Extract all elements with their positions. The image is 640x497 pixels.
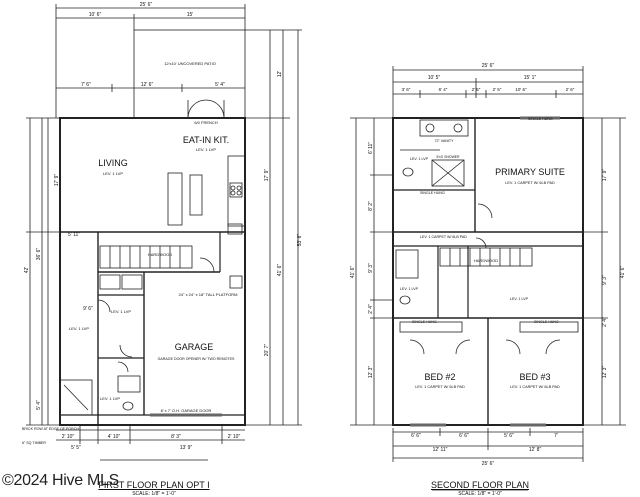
ff-dim-side-a: 12' — [277, 71, 283, 78]
timber-note: 6" SQ TIMBER — [22, 441, 46, 445]
sf-hall-bath-floor-label: LEV. 1 LVP — [400, 287, 419, 291]
second-floor-title: SECOND FLOOR PLAN — [430, 480, 530, 490]
sf-dim-row2-a: 3' 6" — [402, 87, 411, 92]
sf-dim-bottom-f: 12' 8" — [529, 447, 542, 453]
ff-dim-side-d: 20' 7" — [264, 344, 270, 357]
living-label: LIVING — [98, 158, 128, 168]
sf-hung-3: SINGLE HUNG — [534, 320, 559, 324]
sf-dim-bottom-e: 12' 11" — [433, 447, 448, 453]
sf-dim-left-b: 6' 11" — [368, 142, 374, 154]
sf-dim-right-d: 2' 4" — [602, 317, 608, 327]
ff-dim-bottom-a: 2' 10" — [62, 434, 75, 440]
watermark: ©2024 Hive MLS — [2, 472, 119, 489]
laundry-floor-label: LEV. 1 LVP — [111, 309, 131, 314]
shower-label: 5'x3' SHOWER — [437, 155, 461, 159]
ff-dim-bottom-d: 2' 10" — [228, 434, 241, 440]
bed2-label: BED #2 — [424, 372, 455, 382]
sf-dim-bottom-b: 6' 6" — [459, 433, 469, 439]
ff-dim-row2-a: 7' 6" — [81, 82, 91, 88]
ff-dim-top-b: 15' — [187, 12, 194, 18]
ff-dim-side-c: 41' 6" — [277, 264, 283, 277]
sf-dim-left-e: 2' 4" — [368, 304, 374, 314]
bed3-floor-label: LEV. 1 CARPET W/ 6LB PAD — [510, 385, 560, 389]
vanity-label: 72" VANITY — [435, 139, 455, 143]
closet-floor-label: LEV. 1 CARPET W/ 6LB PAD — [420, 235, 467, 239]
ff-dim-bottom-b: 4' 10" — [108, 434, 121, 440]
sf-dim-row2-f: 2' 6" — [566, 87, 575, 92]
second-floor-caption: SECOND FLOOR PLAN SCALE: 1/8" = 1'-0" — [420, 480, 540, 497]
french-door-label: 6/0 FRENCH — [194, 120, 217, 125]
sf-dim-left-d: 9' 3" — [368, 263, 374, 273]
sf-dim-right-e: 12' 3" — [602, 366, 608, 379]
ff-dim-bottom-c: 8' 3" — [171, 434, 181, 440]
ff-dim-row2-c: 5' 4" — [215, 82, 225, 88]
living-floor-label: LEV. 1 LVP — [103, 171, 123, 176]
first-floor-title: FIRST FLOOR PLAN OPT I — [98, 480, 210, 490]
ff-dim-bottom-e: 5' 5" — [71, 445, 81, 451]
ff-dim-left-e: 5' 4" — [36, 400, 42, 410]
sf-dim-top-a: 10' 5" — [428, 75, 441, 81]
first-floor-plan — [26, 4, 302, 461]
tall-platform-label: 24" x 24" x 18" TALL PLATFORM — [179, 292, 238, 297]
garage-opener-label: GARAGE DOOR OPENER W/ TWO REMOTES — [158, 357, 235, 361]
first-floor-scale: SCALE: 1/8" = 1'-0" — [132, 491, 176, 497]
sf-dim-row2-b: 6' 4" — [439, 87, 448, 92]
ff-dim-left-a: 36' 6" — [36, 248, 42, 261]
sf-dim-bottom-d: 7' — [554, 433, 558, 439]
sf-dim-bottom-total: 25' 6" — [482, 461, 495, 467]
ff-dim-left-total: 42' — [24, 267, 30, 274]
sf-dim-right-a: 41' 6" — [620, 266, 626, 279]
ff-dim-top-total: 25' 6" — [140, 2, 153, 8]
sf-dim-bottom-a: 6' 6" — [411, 433, 421, 439]
sf-dim-bottom-c: 5' 6" — [504, 433, 514, 439]
eat-in-floor-label: LEV. 1 LVP — [196, 147, 216, 152]
sf-dim-top-total: 25' 6" — [482, 63, 495, 69]
sf-hung-4: SINGLE HUNG — [528, 117, 553, 121]
sf-dim-left-f: 12' 3" — [368, 366, 374, 379]
second-floor-scale: SCALE: 1/8" = 1'-0" — [458, 491, 502, 497]
sf-dim-right-c: 9' 3" — [602, 275, 608, 285]
sf-dim-row2-c: 2' 5" — [472, 87, 481, 92]
eat-in-kitchen-label: EAT-IN KIT. — [183, 135, 229, 145]
ff-dim-side-total: 53' 6" — [297, 234, 303, 247]
garage-label: GARAGE — [175, 342, 214, 352]
garage-door-label: 8' x 7' O.H. GARAGE DOOR — [161, 408, 212, 413]
bath-floor-label: LEV. 1 LVP — [100, 396, 120, 401]
ff-dim-left-b: 17' 9" — [54, 174, 60, 187]
sf-dim-left-a: 41' 6" — [350, 266, 356, 279]
sf-dim-right-b: 17' 9" — [602, 169, 608, 182]
second-floor-plan — [350, 66, 626, 491]
sf-dim-left-c: 8' 2" — [368, 201, 374, 211]
ff-dim-side-b: 17' 9" — [264, 169, 270, 182]
brick-note: BRICK ROW AT EDGE OF PORCH — [22, 427, 79, 431]
first-floor-caption: FIRST FLOOR PLAN OPT I SCALE: 1/8" = 1'-… — [96, 480, 212, 497]
sf-stairs-label: HARDWOOD — [474, 258, 498, 263]
sf-hung-1: SINGLE HUNG — [420, 191, 445, 195]
ff-dim-row2-b: 12' 6" — [141, 82, 154, 88]
sf-dim-row2-e: 10' 6" — [515, 87, 527, 92]
ff-stairs-label: HARDWOOD — [148, 252, 172, 257]
sf-laundry-floor-label: LEV. 1 LVP — [510, 297, 529, 301]
bed3-label: BED #3 — [519, 372, 550, 382]
ff-dim-top-a: 10' 6" — [89, 12, 102, 18]
patio-label: 12'x10' UNCOVERED PATIO — [164, 61, 216, 66]
primary-suite-label: PRIMARY SUITE — [495, 167, 565, 177]
sf-hung-2: SINGLE HUNG — [412, 320, 437, 324]
sf-dim-top-b: 15' 1" — [524, 75, 537, 81]
primary-bath-floor-label: LEV. 1 LVP — [410, 157, 429, 161]
sf-dim-row2-d: 2' 5" — [493, 87, 502, 92]
ff-dim-left-d: 9' 6" — [83, 306, 93, 312]
bed2-floor-label: LEV. 1 CARPET W/ 6LB PAD — [415, 385, 465, 389]
ff-dim-bottom-f: 13' 9" — [180, 445, 193, 451]
hall-floor-label: LEV. 1 LVP — [69, 326, 89, 331]
primary-floor-label: LEV. 1 CARPET W/ 6LB PAD — [505, 181, 555, 185]
ff-dim-left-c: 5' 11" — [68, 232, 80, 238]
